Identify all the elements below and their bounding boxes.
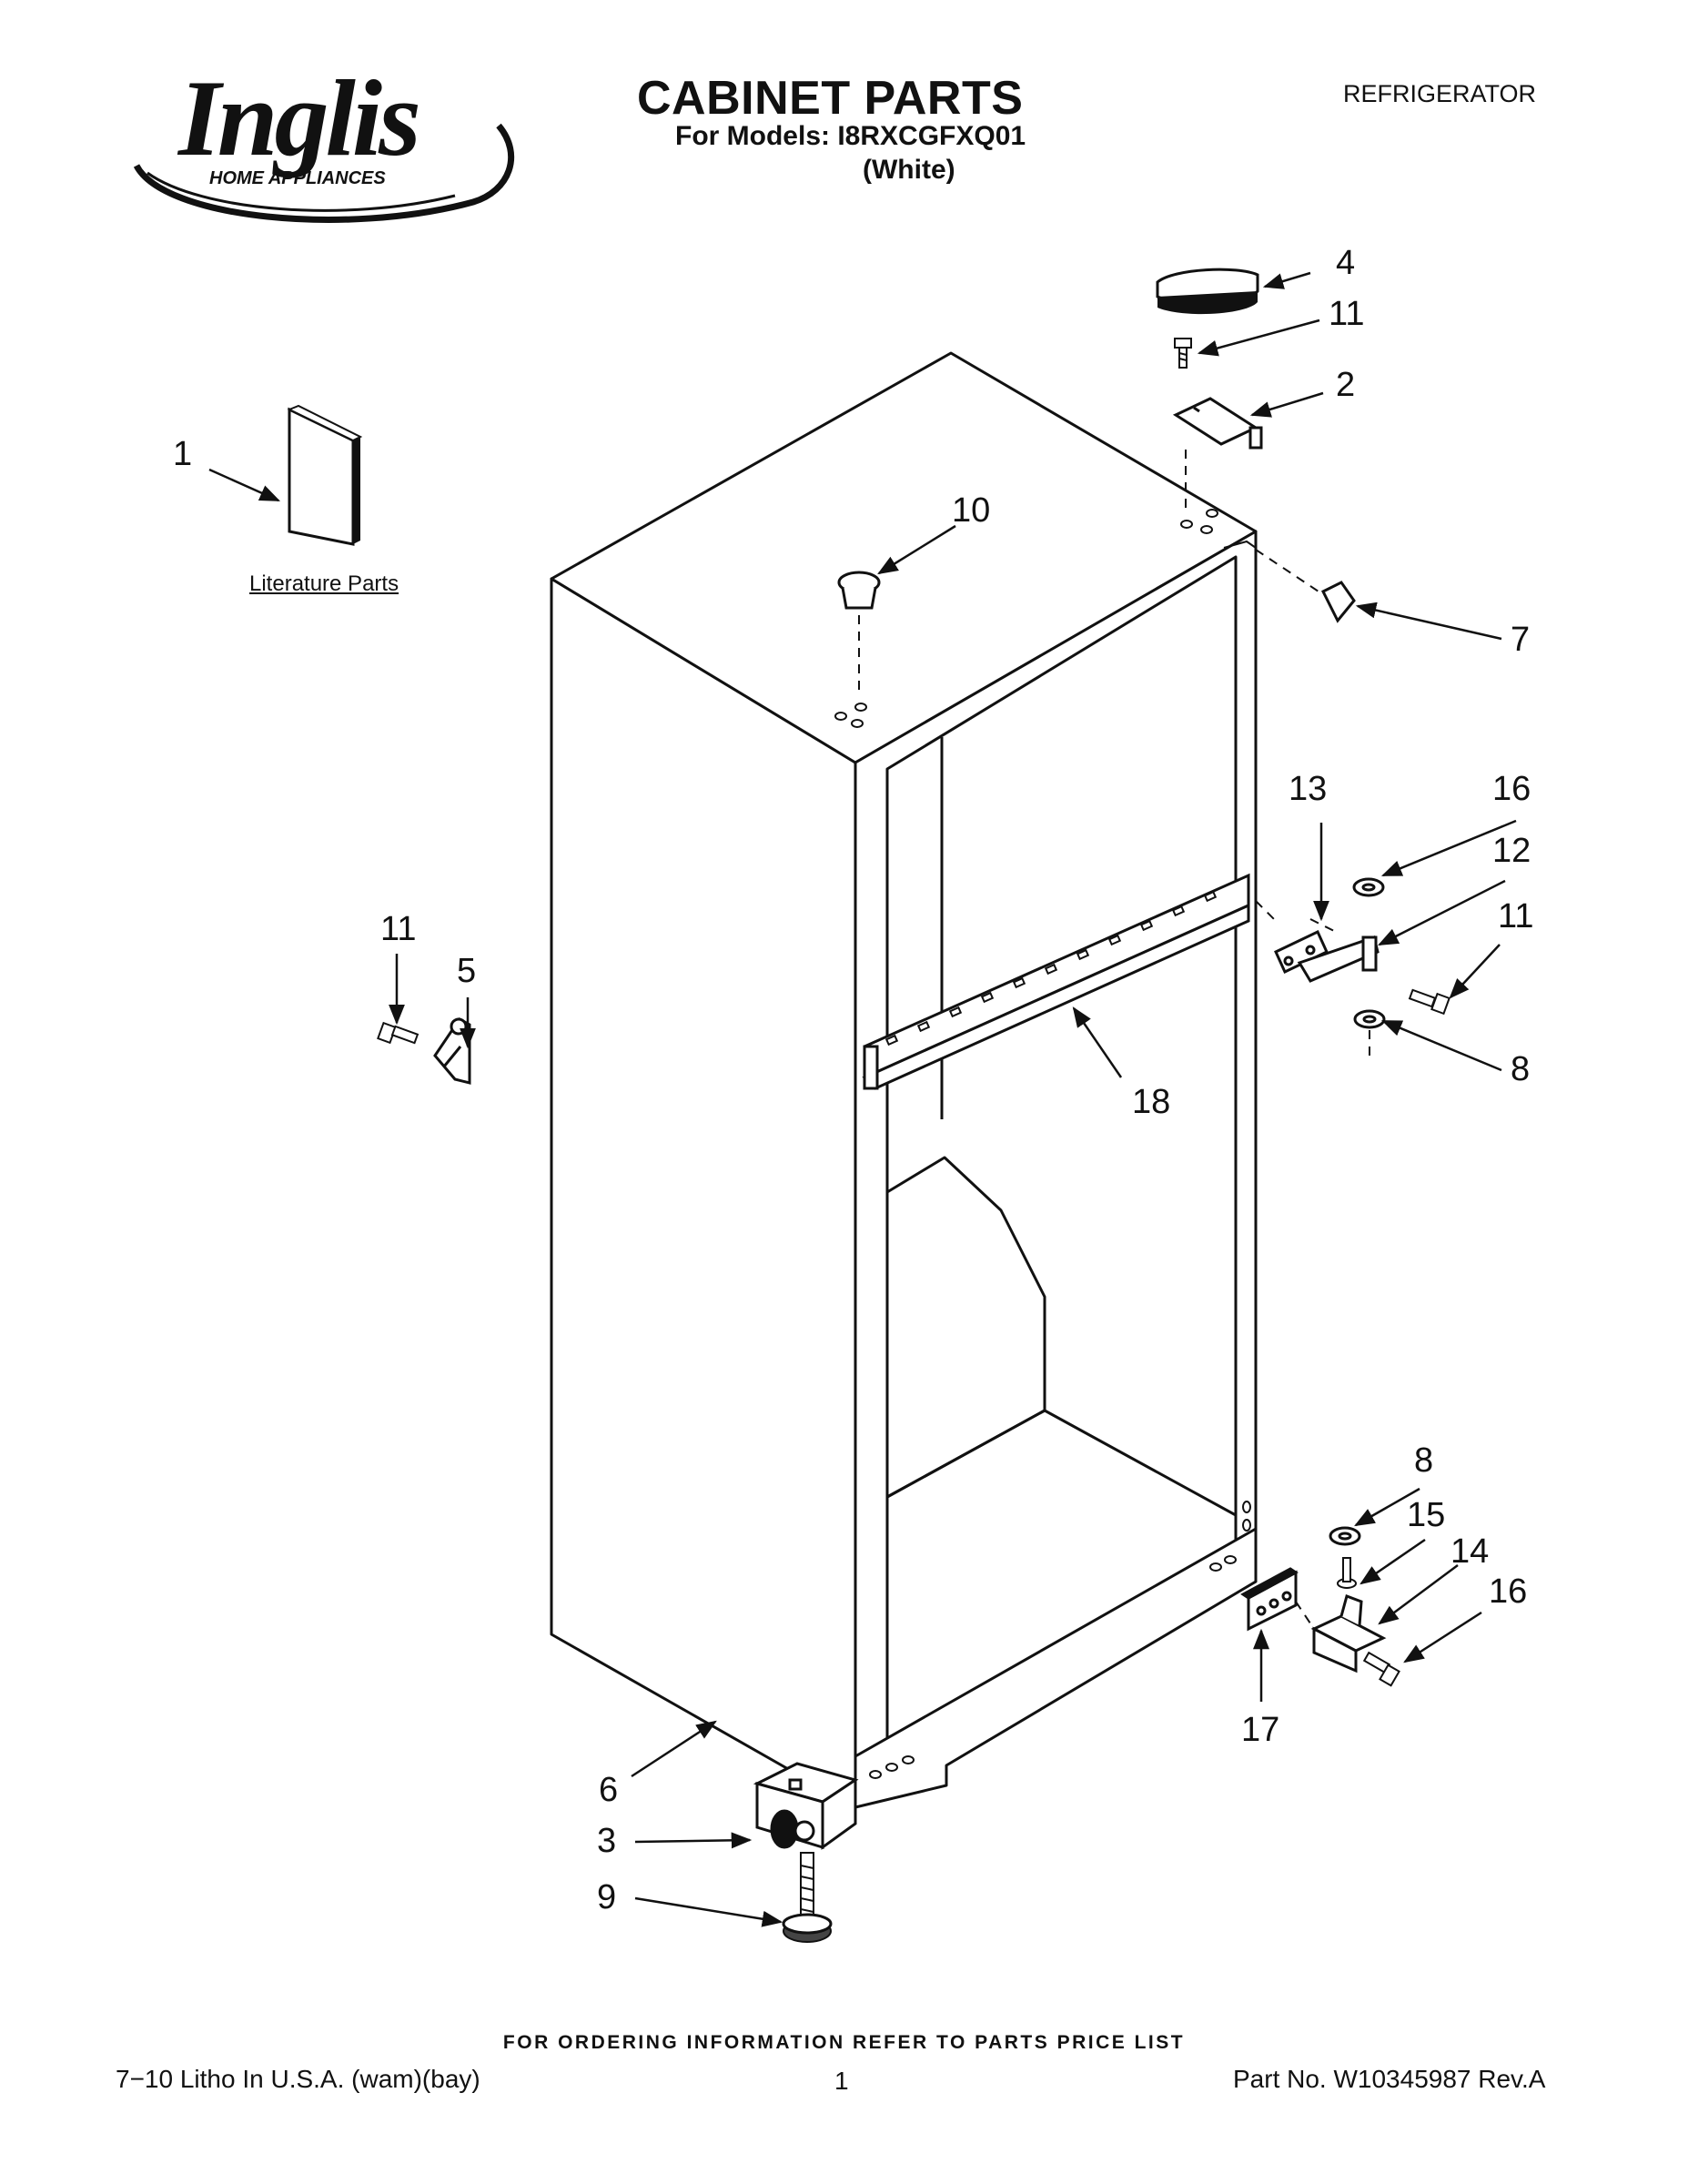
front-roller — [753, 1762, 859, 1850]
callout-8-bottom: 8 — [1414, 1441, 1434, 1480]
hinge-cover — [1156, 268, 1259, 315]
cabinet-top-holes — [834, 509, 1218, 728]
callout-11-hinge: 11 — [1498, 897, 1534, 935]
bottom-hinge — [1310, 1594, 1387, 1673]
bottom-hinge-screw — [1362, 1651, 1400, 1687]
callout-18: 18 — [1132, 1083, 1171, 1121]
hinge-washer-mid — [1353, 1009, 1386, 1029]
literature-booklet — [287, 404, 363, 546]
page-title: CABINET PARTS — [637, 72, 1024, 125]
hinge-screw-right — [1408, 988, 1450, 1016]
category-label: REFRIGERATOR — [1343, 80, 1537, 107]
door-stop — [433, 1017, 471, 1085]
hinge-washer-top — [1352, 877, 1385, 897]
leveling-leg — [782, 1852, 833, 1943]
top-hinge — [1172, 397, 1263, 450]
callout-17: 17 — [1241, 1711, 1280, 1749]
hinge-shim — [1240, 1567, 1299, 1632]
hinge-screw-top — [1174, 338, 1192, 369]
bottom-hinge-washer — [1329, 1526, 1361, 1546]
callout-4: 4 — [1336, 244, 1356, 282]
callout-12: 12 — [1492, 832, 1531, 870]
callout-10: 10 — [952, 491, 991, 530]
callout-1: 1 — [173, 435, 193, 473]
door-stop-screw — [377, 1021, 419, 1045]
brand-wordmark: Inglis — [177, 57, 419, 178]
bottom-hinge-pin — [1337, 1557, 1357, 1589]
callout-leaders — [208, 271, 1517, 1927]
callout-15: 15 — [1407, 1496, 1446, 1534]
callout-6: 6 — [599, 1771, 619, 1809]
ordering-note: FOR ORDERING INFORMATION REFER TO PARTS … — [502, 2032, 1186, 2053]
callout-11-top: 11 — [1329, 295, 1365, 333]
brand-logo: Inglis HOME APPLIANCES — [133, 57, 515, 223]
callout-8-top: 8 — [1511, 1050, 1531, 1088]
literature-parts-label: Literature Parts — [249, 571, 399, 596]
callout-5: 5 — [457, 952, 477, 990]
brand-tagline: HOME APPLIANCES — [209, 168, 386, 188]
cabinet-plug — [837, 571, 881, 610]
part-number: Part No. W10345987 Rev.A — [1233, 2065, 1546, 2093]
mullion-slots — [884, 890, 1218, 1046]
cabinet-bottom-holes — [869, 1501, 1251, 1779]
refrigerator-cabinet — [550, 351, 1258, 1809]
callout-14: 14 — [1450, 1532, 1490, 1571]
page-number: 1 — [834, 2067, 849, 2095]
callout-16-bottom: 16 — [1489, 1572, 1528, 1611]
model-line: For Models: I8RXCGFXQ01 — [675, 121, 1026, 151]
color-line: (White) — [863, 155, 955, 185]
callout-16-top: 16 — [1492, 770, 1531, 808]
center-hinge — [1274, 929, 1380, 983]
callout-13: 13 — [1289, 770, 1328, 808]
callout-11-left: 11 — [380, 910, 417, 948]
hinge-stop — [1320, 581, 1356, 623]
callout-2: 2 — [1336, 366, 1356, 404]
callout-7: 7 — [1511, 621, 1531, 659]
litho-info: 7−10 Litho In U.S.A. (wam)(bay) — [116, 2065, 480, 2093]
callout-3: 3 — [597, 1822, 617, 1860]
callout-9: 9 — [597, 1878, 617, 1916]
